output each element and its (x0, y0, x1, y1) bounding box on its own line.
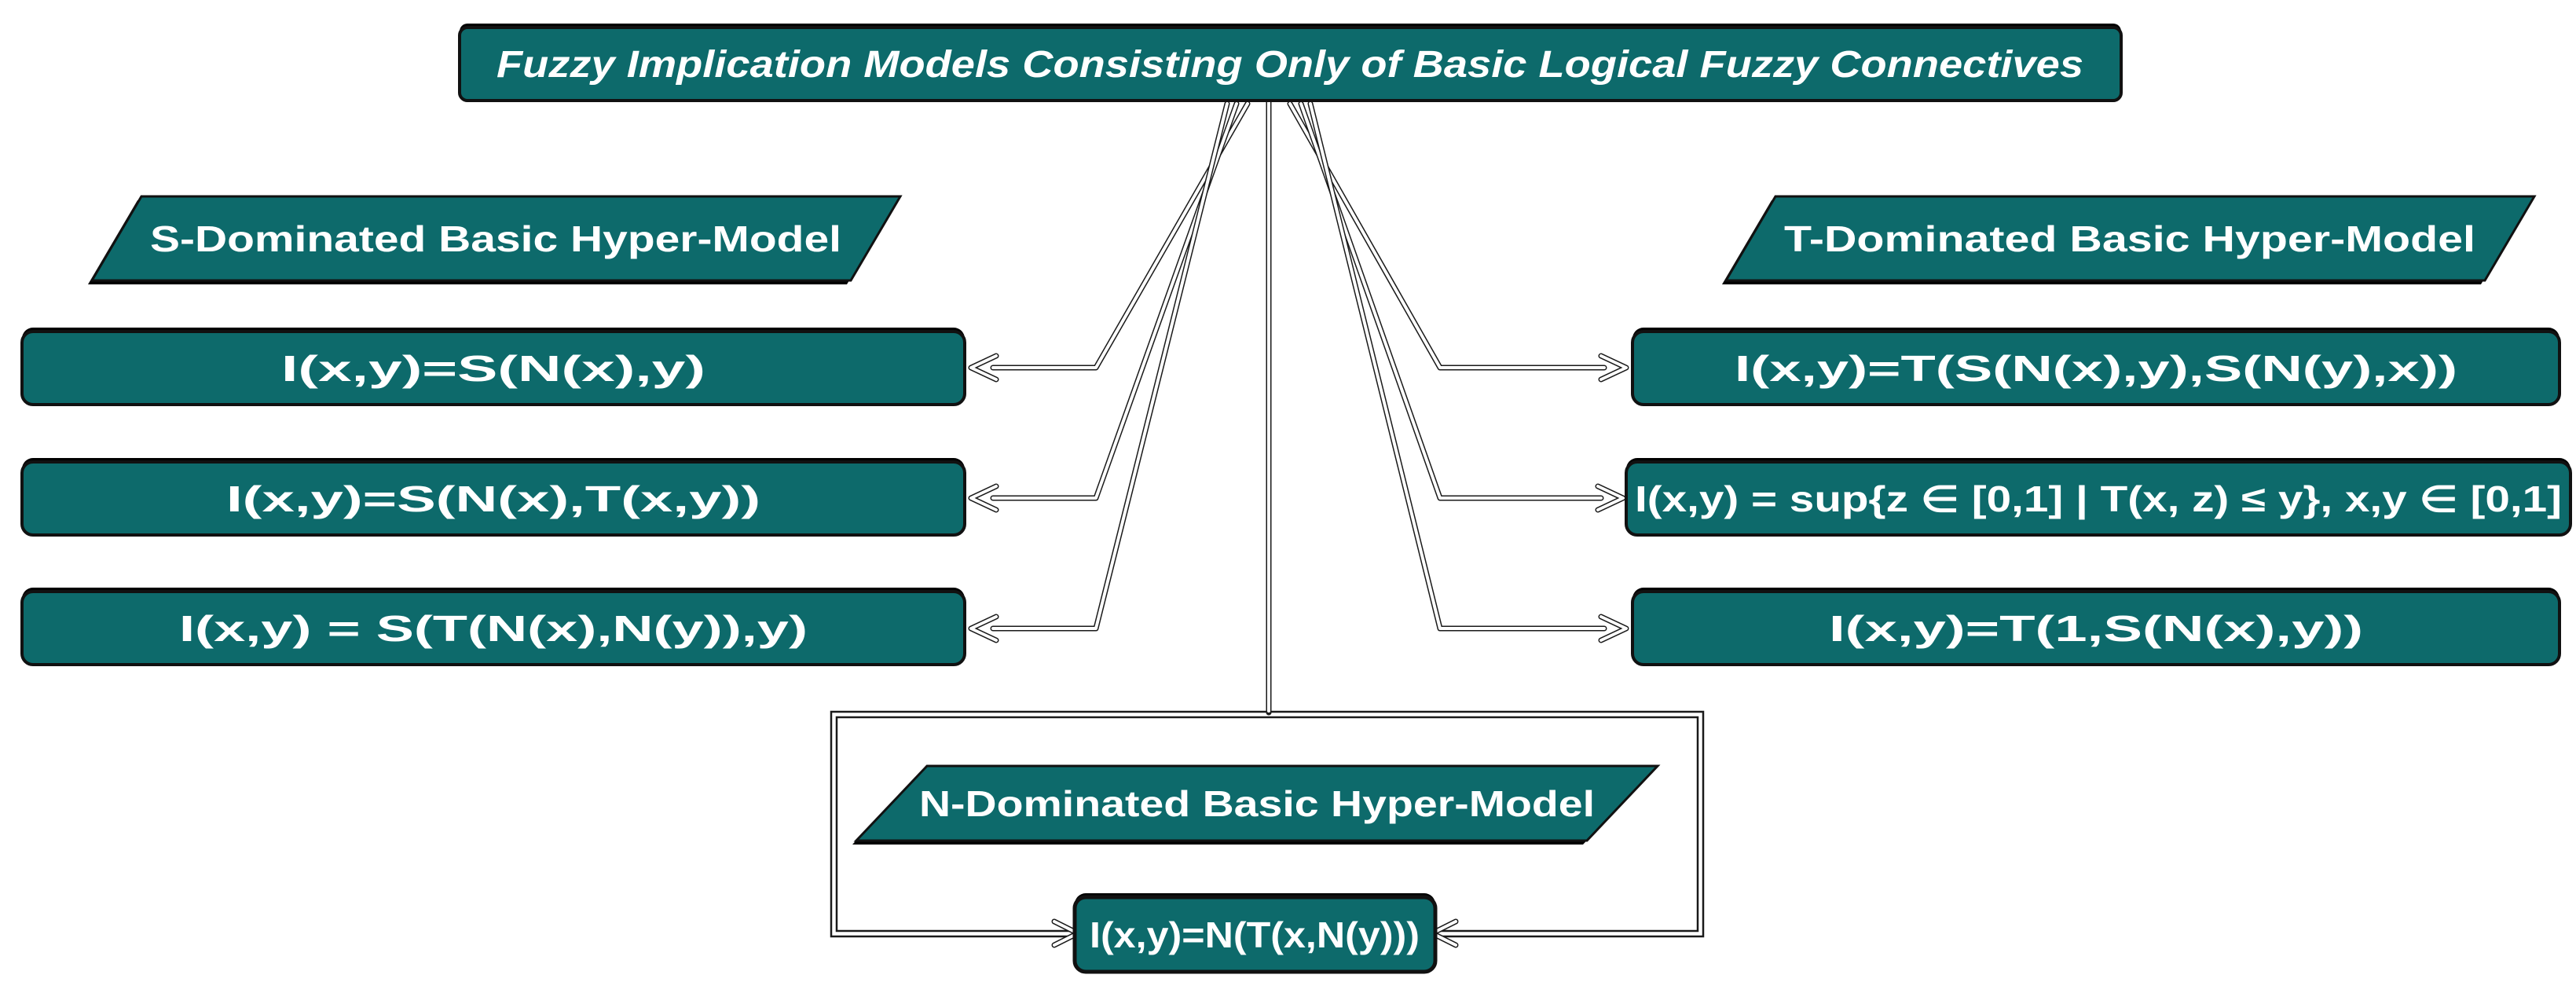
title-label: Fuzzy Implication Models Consisting Only… (497, 44, 2083, 86)
connector-title-to-t2 (1298, 101, 1626, 513)
connector-title-to-t3 (1307, 101, 1629, 643)
n-model-1: I(x,y)=N(T(x,N(y))) (1072, 893, 1438, 974)
s-group-label: S-Dominated Basic Hyper-Model (150, 218, 841, 259)
connector-title-to-s1 (968, 101, 1251, 383)
connectors (968, 99, 1629, 948)
s-model-1-formula: I(x,y)=S(N(x),y) (281, 348, 705, 389)
s-group-header: S-Dominated Basic Hyper-Model (88, 195, 903, 284)
t-model-3: I(x,y)=T(1,S(N(x),y)) (1631, 588, 2561, 666)
t-model-3-formula: I(x,y)=T(1,S(N(x),y)) (1829, 608, 2363, 649)
n-group-label: N-Dominated Basic Hyper-Model (919, 783, 1595, 824)
t-group-header: T-Dominated Basic Hyper-Model (1722, 195, 2537, 284)
t-group-label: T-Dominated Basic Hyper-Model (1784, 218, 2475, 259)
n-model-1-formula: I(x,y)=N(T(x,N(y))) (1090, 914, 1420, 955)
title-node: Fuzzy Implication Models Consisting Only… (458, 24, 2123, 102)
t-model-1-formula: I(x,y)=T(S(N(x),y),S(N(y),x)) (1735, 348, 2457, 389)
s-model-3: I(x,y) = S(T(N(x),N(y)),y) (20, 588, 966, 666)
n-group-header: N-Dominated Basic Hyper-Model (852, 764, 1661, 845)
s-model-2: I(x,y)=S(N(x),T(x,y)) (20, 458, 966, 537)
connector-title-to-t1 (1287, 101, 1629, 383)
t-model-1: I(x,y)=T(S(N(x),y),S(N(y),x)) (1631, 328, 2561, 406)
s-model-2-formula: I(x,y)=S(N(x),T(x,y)) (226, 478, 760, 519)
connector-title-to-s2 (968, 101, 1240, 513)
t-model-2: I(x,y) = sup{z ∈ [0,1] | T(x, z) ≤ y}, x… (1625, 458, 2572, 537)
t-model-2-formula: I(x,y) = sup{z ∈ [0,1] | T(x, z) ≤ y}, x… (1635, 478, 2562, 519)
s-model-1: I(x,y)=S(N(x),y) (20, 328, 966, 406)
s-model-3-formula: I(x,y) = S(T(N(x),N(y)),y) (179, 608, 808, 649)
connector-title-to-s3 (968, 101, 1230, 643)
